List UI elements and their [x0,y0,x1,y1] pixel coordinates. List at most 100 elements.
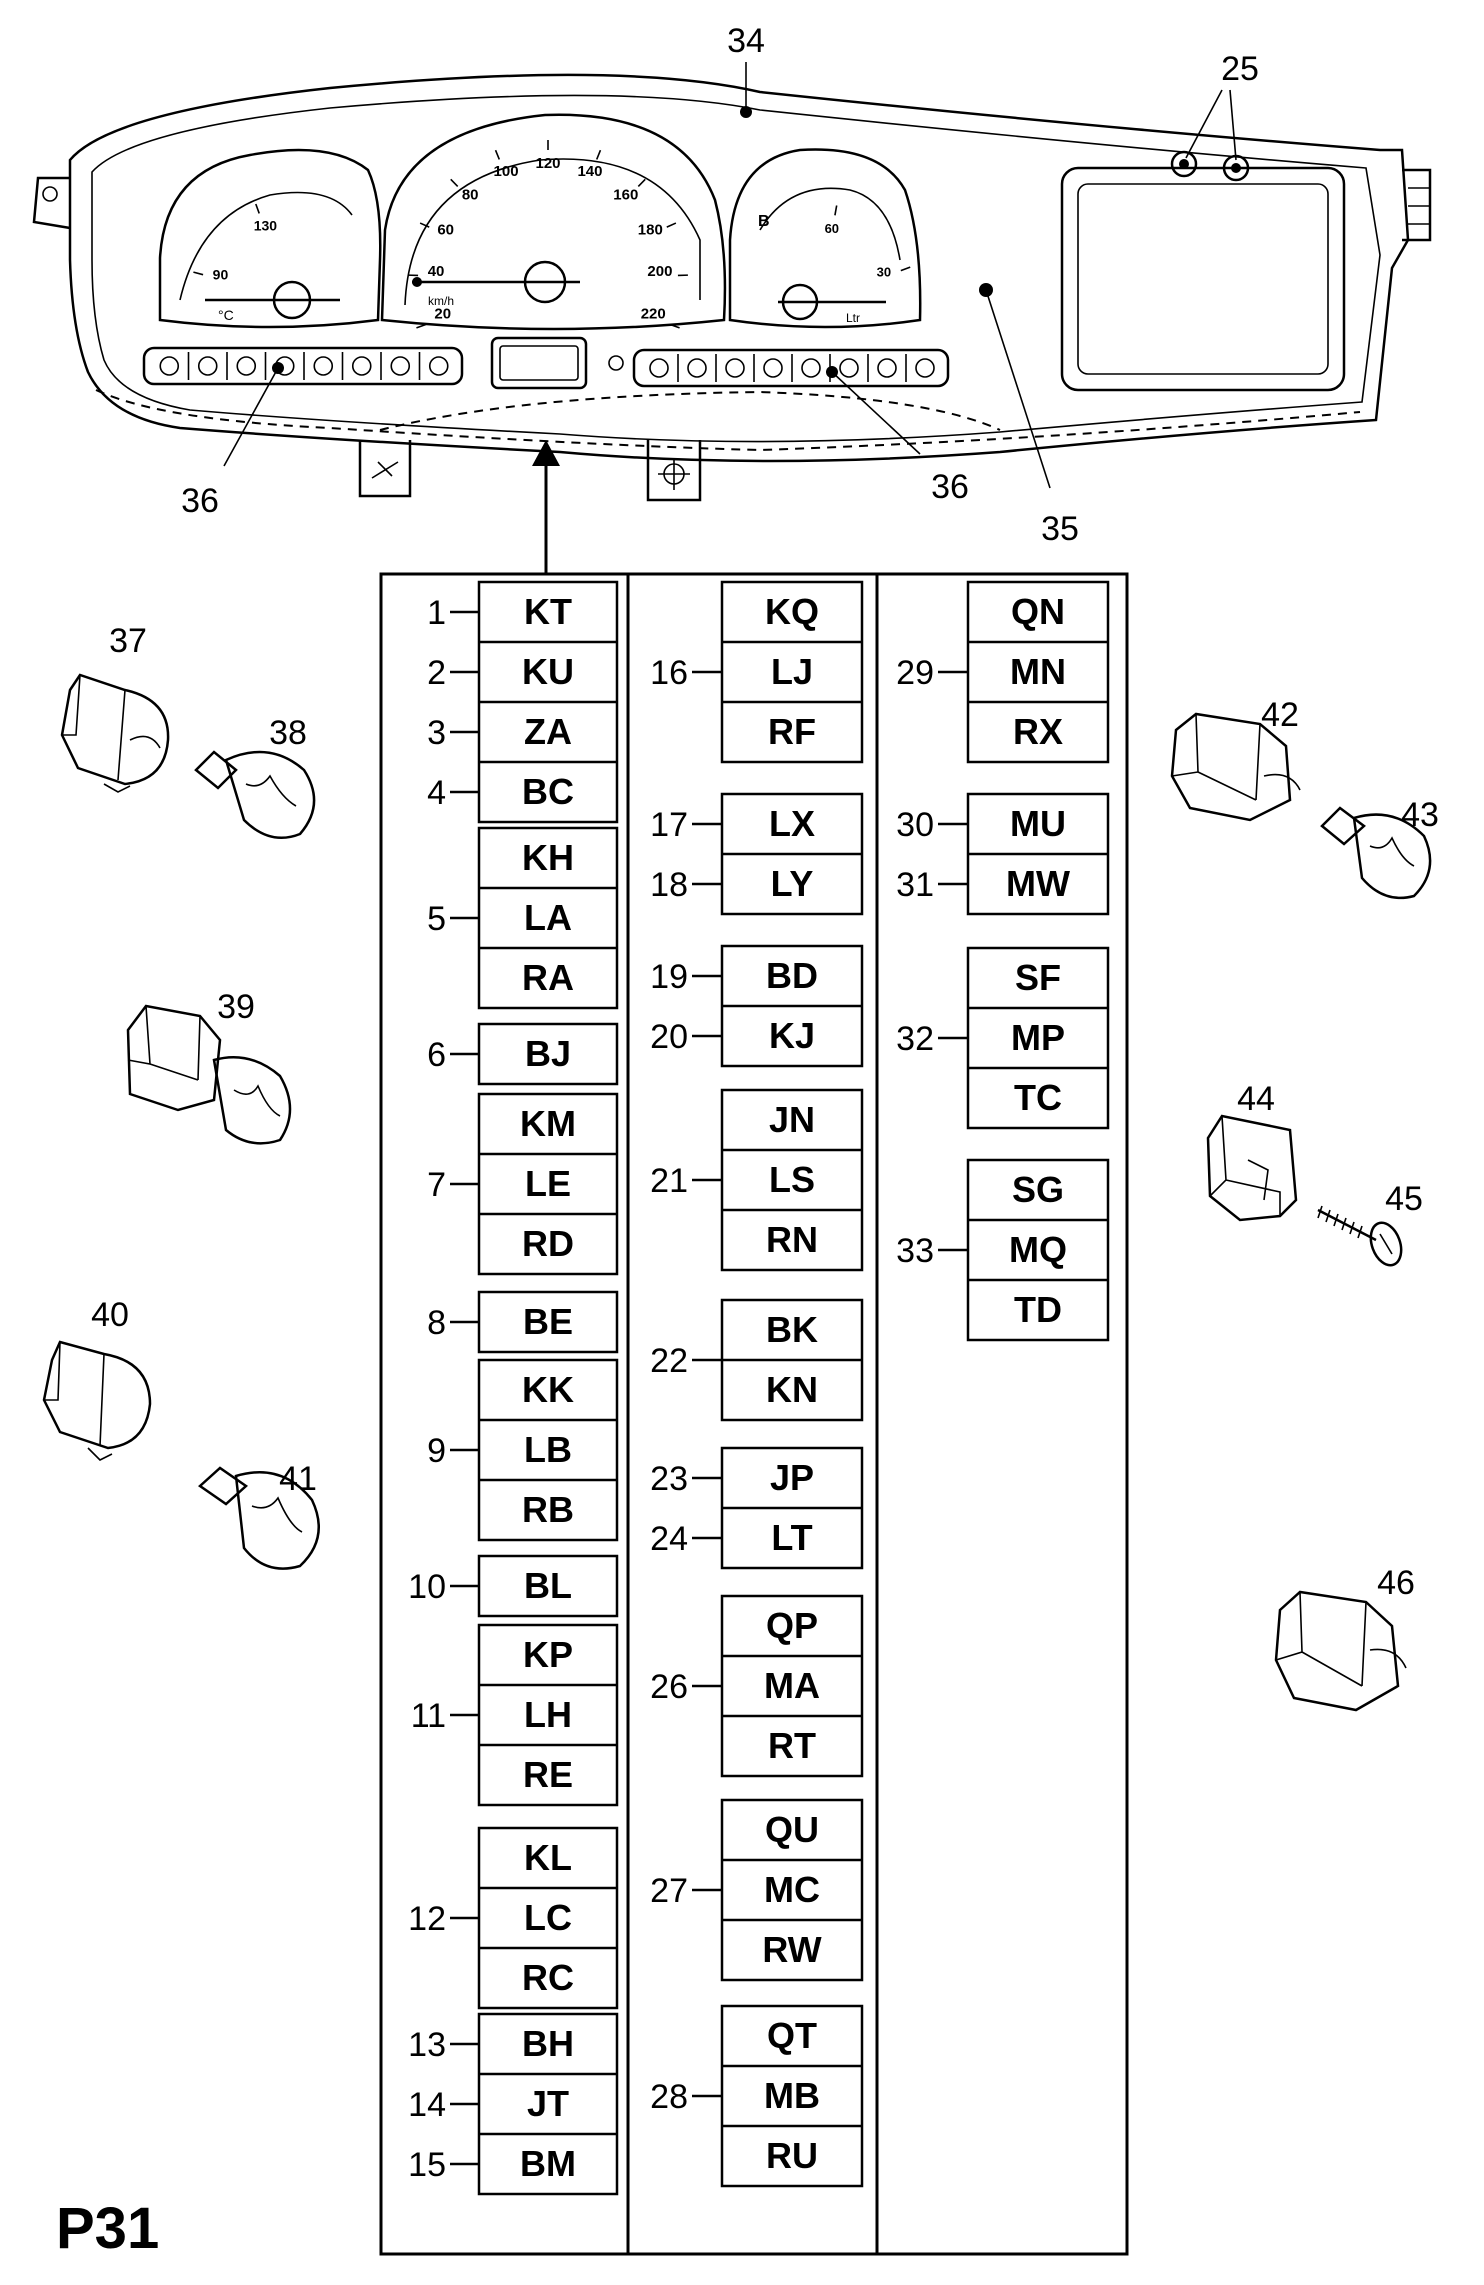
gauge-tick-label: 200 [647,263,672,280]
item-number: 28 [650,2078,688,2116]
code-group: BL 10 [408,1556,617,1616]
code-cell: RA [522,957,574,998]
code-cell: BC [522,771,574,812]
item-number: 6 [427,1036,446,1074]
item-number: 10 [408,1568,446,1606]
code-cell: BE [523,1301,573,1342]
code-cell: MC [764,1869,820,1910]
gauge-tick-mark [256,204,259,213]
item-number: 7 [427,1166,446,1204]
bulb-38 [196,752,314,838]
code-cell: RD [522,1223,574,1264]
gauge-tick-label: 220 [641,305,666,322]
item-number: 9 [427,1432,446,1470]
bulb-label-44: 44 [1237,1080,1275,1118]
gauge-tick-mark [597,150,601,159]
code-cell: LC [524,1897,572,1938]
socket-46 [1276,1592,1406,1710]
item-number: 15 [408,2146,446,2184]
item-number: 30 [896,806,934,844]
code-cell: MA [764,1665,820,1706]
code-cell: QU [765,1809,819,1850]
page-label: P31 [56,2196,159,2261]
item-number: 27 [650,1872,688,1910]
warning-lamp-icon [878,359,896,377]
code-cell: LE [525,1163,571,1204]
socket-40 [44,1342,150,1460]
callout-34: 34 [727,22,765,60]
gauge-tick-label: 140 [577,163,602,180]
code-cell: LY [771,863,814,904]
socket-39 [128,1006,290,1143]
item-number: 20 [650,1018,688,1056]
code-cell: RU [766,2135,818,2176]
code-cell: KP [523,1634,573,1675]
item-number: 33 [896,1232,934,1270]
bulb-label-45: 45 [1385,1180,1423,1218]
warning-lamp-icon [840,359,858,377]
code-cell: KJ [769,1015,815,1056]
code-table: KTKUZABC1234KHLARA5BJ6KMLERD7BE8KKLBRB9B… [381,574,1127,2254]
item-number: 16 [650,654,688,692]
item-number: 12 [408,1900,446,1938]
fuel-letter-label: B [758,213,770,230]
item-number: 14 [408,2086,446,2124]
gauge-tick-label: 30 [877,265,891,280]
code-cell: MN [1010,651,1066,692]
code-cell: BL [524,1565,572,1606]
code-cell: TD [1014,1289,1062,1330]
item-number: 23 [650,1460,688,1498]
code-cell: BK [766,1309,818,1350]
item-number: 8 [427,1304,446,1342]
code-cell: RF [768,711,816,752]
code-cell: QP [766,1605,818,1646]
gauge-tick-mark [496,150,500,159]
gauge-tick-label: 60 [825,221,839,236]
code-cell: RB [522,1489,574,1530]
code-cell: SF [1015,957,1061,998]
code-cell: KK [522,1369,574,1410]
item-number: 17 [650,806,688,844]
warning-lamp-icon [764,359,782,377]
item-number: 5 [427,900,446,938]
code-cell: JT [527,2083,569,2124]
bulb-label-41: 41 [279,1460,317,1498]
code-cell: LH [524,1694,572,1735]
gauge-tick-label: 120 [535,155,560,172]
code-cell: RE [523,1754,573,1795]
bulb-label-37: 37 [109,622,147,660]
code-cell: LS [769,1159,815,1200]
code-cell: SG [1012,1169,1064,1210]
warning-lamp-icon [430,357,448,375]
code-cell: KU [522,651,574,692]
gauge-tick-label: 160 [613,186,638,203]
code-cell: LB [524,1429,572,1470]
code-group: BE 8 [427,1292,617,1352]
code-cell: MB [764,2075,820,2116]
item-number: 18 [650,866,688,904]
code-group: KK LB RB 9 [427,1360,617,1540]
warning-lamp-icon [688,359,706,377]
callout-25: 25 [1221,50,1259,88]
code-cell: KH [522,837,574,878]
item-number: 2 [427,654,446,692]
gauge-tick-mark [835,205,837,215]
code-cell: KQ [765,591,819,632]
gauge-tick-label: 60 [437,221,454,238]
gauge-tick-mark [901,267,910,270]
